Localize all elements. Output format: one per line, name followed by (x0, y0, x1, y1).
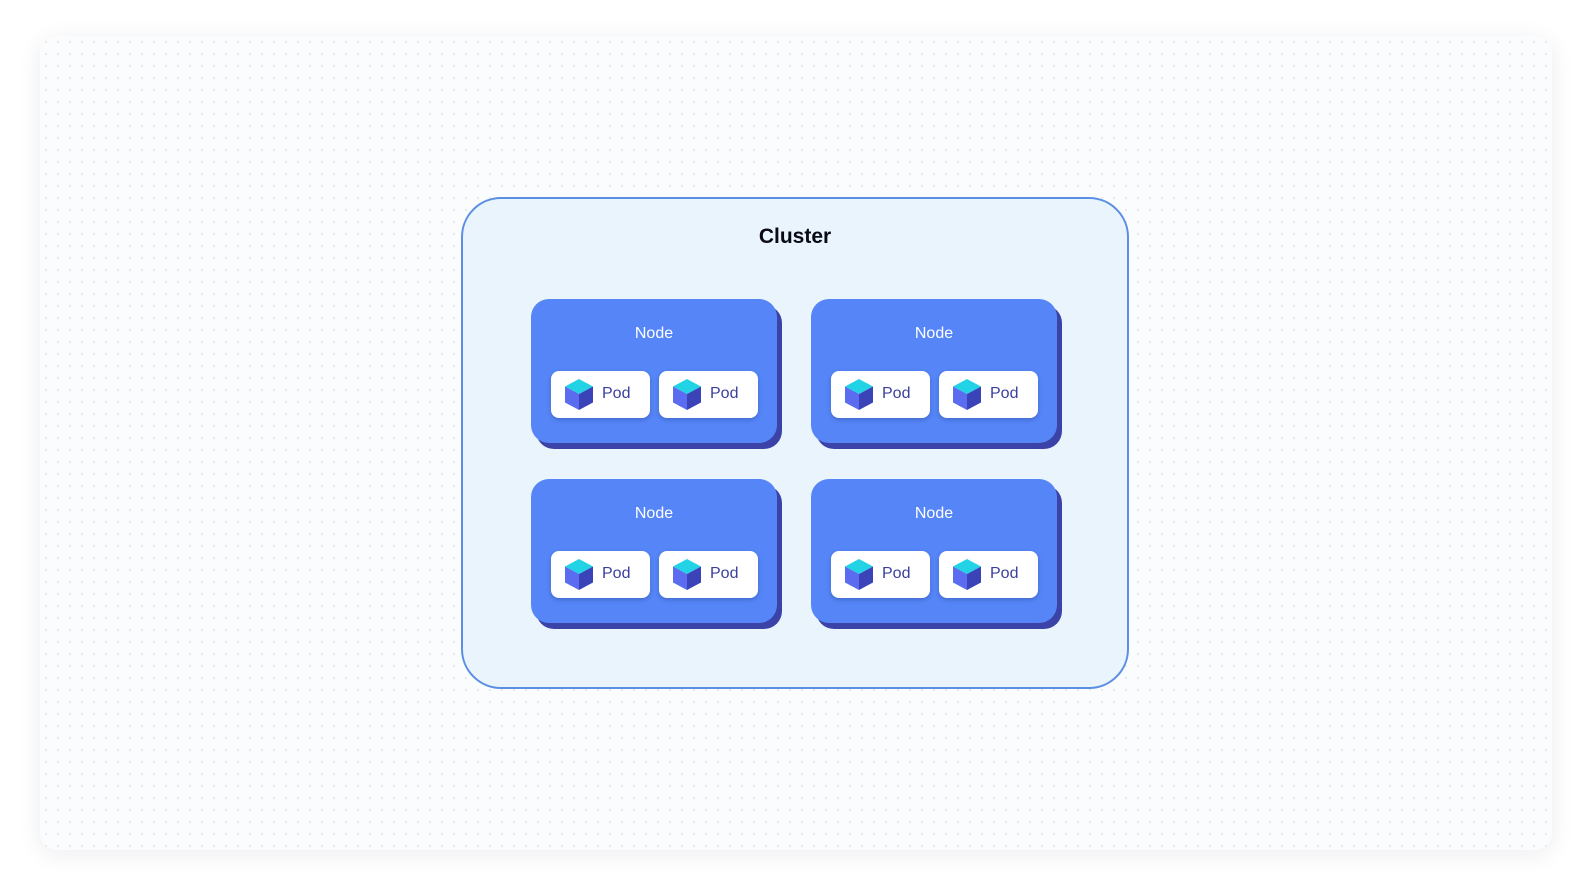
pod-box[interactable]: Pod (831, 371, 930, 418)
cube-icon (673, 559, 701, 590)
node-box[interactable]: Node Pod Pod (531, 479, 777, 623)
pod-label: Pod (710, 385, 739, 402)
pod-label: Pod (602, 385, 631, 402)
pod-label: Pod (990, 385, 1019, 402)
pod-label: Pod (602, 565, 631, 582)
cube-icon (953, 379, 981, 410)
cube-icon (953, 559, 981, 590)
pod-box[interactable]: Pod (551, 371, 650, 418)
pod-box[interactable]: Pod (659, 371, 758, 418)
node-box[interactable]: Node Pod Pod (531, 299, 777, 443)
cube-icon (845, 379, 873, 410)
cluster-box[interactable]: Cluster Node Pod Pod (461, 197, 1129, 689)
pod-box[interactable]: Pod (939, 551, 1038, 598)
canvas: Cluster Node Pod Pod (40, 36, 1552, 850)
node-title: Node (634, 325, 674, 342)
node-title: Node (914, 505, 954, 522)
cube-icon (845, 559, 873, 590)
pod-box[interactable]: Pod (939, 371, 1038, 418)
pod-box[interactable]: Pod (831, 551, 930, 598)
cube-icon (565, 559, 593, 590)
node-box[interactable]: Node Pod Pod (811, 479, 1057, 623)
cube-icon (673, 379, 701, 410)
pod-box[interactable]: Pod (659, 551, 758, 598)
cube-icon (565, 379, 593, 410)
node-box[interactable]: Node Pod Pod (811, 299, 1057, 443)
pod-box[interactable]: Pod (551, 551, 650, 598)
node-title: Node (634, 505, 674, 522)
pod-label: Pod (990, 565, 1019, 582)
node-title: Node (914, 325, 954, 342)
cluster-title: Cluster (758, 225, 832, 248)
pod-label: Pod (882, 565, 911, 582)
pod-label: Pod (882, 385, 911, 402)
pod-label: Pod (710, 565, 739, 582)
